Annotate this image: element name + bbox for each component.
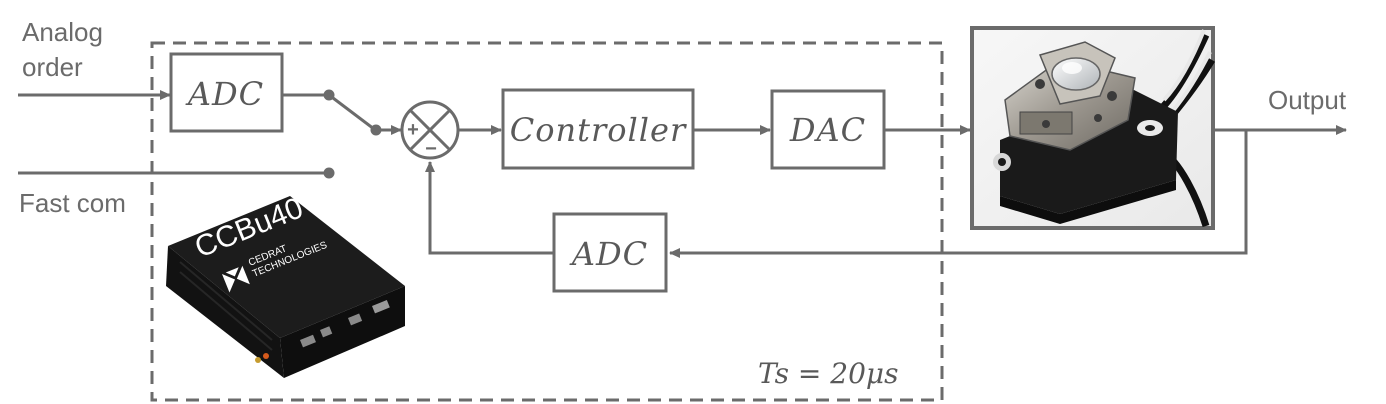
- switch-pivot: [370, 124, 382, 136]
- switch-contact-fastcom: [323, 167, 335, 179]
- adc-input-label: ADC: [185, 75, 264, 113]
- dac-label: DAC: [789, 111, 866, 149]
- analog-order-label-line2: order: [22, 52, 83, 82]
- sum-minus-sign: −: [425, 138, 437, 160]
- adc-feedback-label: ADC: [569, 235, 648, 273]
- switch-contact-analog: [323, 89, 335, 101]
- feedback-line-right: [669, 130, 1248, 258]
- feedback-line-left: [425, 161, 554, 255]
- selector-switch: [332, 96, 375, 131]
- dac-block: [770, 89, 886, 170]
- output-label: Output: [1268, 85, 1347, 115]
- summing-junction: + −: [400, 100, 460, 160]
- adc-feedback-block: [552, 212, 668, 293]
- sample-time-label: Ts = 20μs: [758, 357, 898, 390]
- actuator-photo: [970, 26, 1216, 230]
- adc-input-block: [169, 52, 284, 133]
- ccbu40-device-photo: CCBu40 CEDRAT TECHNOLOGIES: [166, 191, 405, 378]
- controller-label: Controller: [510, 111, 687, 149]
- analog-order-label-line1: Analog: [22, 17, 103, 47]
- controller-boundary: [150, 41, 944, 402]
- fast-com-label: Fast com: [19, 188, 126, 218]
- sum-plus-sign: +: [407, 119, 419, 141]
- device-logo-icon: [222, 265, 250, 293]
